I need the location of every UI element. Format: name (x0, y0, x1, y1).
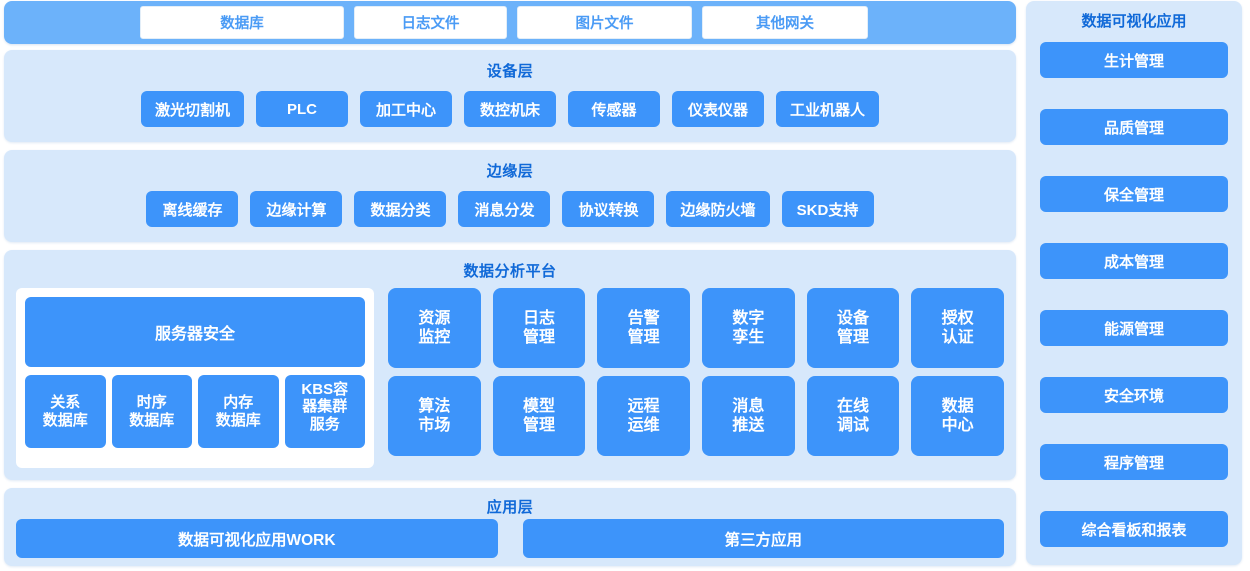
db-box-timeseries[interactable]: 时序 数据库 (111, 375, 192, 448)
layer-stack-column: 数据库 日志文件 图片文件 其他网关 设备层 激光切割机 PLC 加工中心 数控… (4, 0, 1016, 571)
edge-layer-items: 离线缓存 边缘计算 数据分类 消息分发 协议转换 边缘防火墙 SKD支持 (4, 191, 1016, 227)
module-log-management[interactable]: 日志 管理 (492, 288, 586, 368)
edge-layer-panel: 边缘层 离线缓存 边缘计算 数据分类 消息分发 协议转换 边缘防火墙 SKD支持 (4, 150, 1016, 242)
viz-item-livelihood-management[interactable]: 生计管理 (1040, 42, 1228, 78)
db-relational-line2: 数据库 (42, 411, 88, 429)
db-timeseries-line2: 数据库 (129, 411, 175, 429)
device-layer-title: 设备层 (486, 63, 534, 80)
module-8-line1: 远程 (627, 397, 660, 415)
edge-item-edge-computing[interactable]: 边缘计算 (250, 191, 343, 227)
db-relational-line1: 关系 (50, 394, 81, 412)
data-source-bar: 数据库 日志文件 图片文件 其他网关 (4, 1, 1016, 44)
server-security-box[interactable]: 服务器安全 (25, 297, 365, 367)
module-model-management[interactable]: 模型 管理 (492, 376, 586, 456)
module-6-line2: 市场 (418, 417, 451, 434)
module-data-center[interactable]: 数据 中心 (911, 376, 1004, 456)
viz-item-energy-management[interactable]: 能源管理 (1040, 310, 1228, 346)
application-layer-title: 应用层 (486, 499, 534, 516)
module-alarm-management[interactable]: 告警 管理 (597, 288, 690, 368)
module-4-line2: 管理 (836, 329, 869, 346)
edge-item-message-dispatch[interactable]: 消息分发 (458, 191, 551, 227)
edge-item-data-classification[interactable]: 数据分类 (354, 191, 447, 227)
platform-layer-title: 数据分析平台 (463, 263, 557, 280)
module-11-line1: 数据 (941, 397, 974, 415)
edge-item-offline-cache[interactable]: 离线缓存 (146, 191, 239, 227)
viz-item-program-management[interactable]: 程序管理 (1040, 444, 1228, 480)
source-box-other-gateway[interactable]: 其他网关 (702, 6, 868, 39)
module-6-line1: 算法 (418, 397, 451, 415)
edge-item-edge-firewall[interactable]: 边缘防火墙 (666, 191, 770, 227)
module-10-line1: 在线 (836, 397, 869, 415)
data-source-list: 数据库 日志文件 图片文件 其他网关 (140, 6, 868, 39)
db-inmemory-line1: 内存 (223, 394, 254, 412)
device-item-cnc-machine[interactable]: 数控机床 (464, 91, 556, 127)
module-device-management[interactable]: 设备 管理 (806, 288, 900, 368)
app-box-third-party[interactable]: 第三方应用 (522, 519, 1004, 558)
device-layer-panel: 设备层 激光切割机 PLC 加工中心 数控机床 传感器 仪表仪器 工业机器人 (4, 50, 1016, 142)
module-5-line1: 授权 (941, 309, 974, 327)
module-5-line2: 认证 (941, 329, 974, 346)
module-7-line2: 管理 (522, 417, 555, 434)
source-box-image-file[interactable]: 图片文件 (517, 6, 692, 39)
module-remote-maintenance[interactable]: 远程 运维 (597, 376, 690, 456)
db-box-inmemory[interactable]: 内存 数据库 (198, 375, 279, 448)
app-box-data-visualization-work[interactable]: 数据可视化应用WORK (16, 519, 498, 558)
device-item-instrument[interactable]: 仪表仪器 (672, 91, 764, 127)
module-1-line1: 日志 (522, 309, 555, 327)
module-2-line2: 管理 (627, 329, 660, 346)
module-11-line2: 中心 (941, 417, 974, 434)
viz-item-safety-environment[interactable]: 安全环境 (1040, 377, 1228, 413)
kbs-line3: 服务 (309, 415, 340, 433)
module-0-line1: 资源 (418, 309, 451, 327)
application-layer-panel: 应用层 数据可视化应用WORK 第三方应用 (4, 488, 1016, 566)
module-authorization-auth[interactable]: 授权 认证 (911, 288, 1004, 368)
module-1-line2: 管理 (522, 329, 555, 346)
viz-item-cost-management[interactable]: 成本管理 (1040, 243, 1228, 279)
module-resource-monitoring[interactable]: 资源 监控 (388, 288, 481, 368)
edge-item-skd-support[interactable]: SKD支持 (781, 191, 874, 227)
module-9-line1: 消息 (732, 397, 765, 415)
module-algorithm-market[interactable]: 算法 市场 (388, 376, 481, 456)
edge-item-protocol-conversion[interactable]: 协议转换 (562, 191, 655, 227)
module-online-debug[interactable]: 在线 调试 (806, 376, 900, 456)
kbs-line1: KBS容 (301, 381, 349, 398)
module-message-push[interactable]: 消息 推送 (701, 376, 795, 456)
server-security-card: 服务器安全 关系 数据库 时序 数据库 (16, 288, 374, 468)
device-item-industrial-robot[interactable]: 工业机器人 (776, 91, 880, 127)
application-layer-items: 数据可视化应用WORK 第三方应用 (16, 519, 1004, 558)
module-8-line2: 运维 (627, 417, 660, 434)
module-digital-twin[interactable]: 数字 孪生 (701, 288, 795, 368)
device-item-laser-cutter[interactable]: 激光切割机 (140, 91, 244, 127)
kbs-line2: 器集群 (302, 398, 348, 416)
db-inmemory-line2: 数据库 (215, 411, 261, 429)
module-0-line2: 监控 (418, 329, 451, 346)
viz-item-quality-management[interactable]: 品质管理 (1040, 109, 1228, 145)
source-box-database[interactable]: 数据库 (140, 6, 344, 39)
data-analysis-platform-panel: 数据分析平台 服务器安全 关系 数据库 时序 (4, 250, 1016, 480)
module-10-line2: 调试 (836, 417, 869, 434)
device-item-machining-center[interactable]: 加工中心 (360, 91, 452, 127)
edge-layer-title: 边缘层 (486, 163, 534, 180)
visualization-applications-panel: 数据可视化应用 生计管理 品质管理 保全管理 成本管理 能源管理 安全环境 程序… (1026, 1, 1242, 565)
module-9-line2: 推送 (732, 417, 765, 434)
db-box-kbs-container-cluster[interactable]: KBS容 器集群 服务 (284, 375, 365, 448)
module-2-line1: 告警 (627, 309, 660, 327)
module-3-line1: 数字 (732, 309, 765, 327)
visualization-panel-title: 数据可视化应用 (1081, 13, 1187, 30)
device-item-plc[interactable]: PLC (256, 91, 348, 127)
db-box-relational[interactable]: 关系 数据库 (25, 375, 106, 448)
module-7-line1: 模型 (522, 397, 555, 415)
source-box-log-file[interactable]: 日志文件 (354, 6, 507, 39)
platform-module-grid: 资源 监控 日志 管理 告警 管理 (388, 288, 1004, 468)
database-row: 关系 数据库 时序 数据库 内存 (25, 375, 365, 448)
device-item-sensor[interactable]: 传感器 (568, 91, 660, 127)
platform-body: 服务器安全 关系 数据库 时序 数据库 (16, 288, 1004, 468)
device-layer-items: 激光切割机 PLC 加工中心 数控机床 传感器 仪表仪器 工业机器人 (4, 91, 1016, 127)
viz-item-dashboard-reports[interactable]: 综合看板和报表 (1040, 511, 1228, 547)
db-timeseries-line1: 时序 (136, 394, 167, 412)
visualization-app-list: 生计管理 品质管理 保全管理 成本管理 能源管理 安全环境 程序管理 综合看板和… (1040, 42, 1228, 547)
module-4-line1: 设备 (836, 309, 869, 327)
module-3-line2: 孪生 (732, 329, 765, 346)
viz-item-maintenance-management[interactable]: 保全管理 (1040, 176, 1228, 212)
